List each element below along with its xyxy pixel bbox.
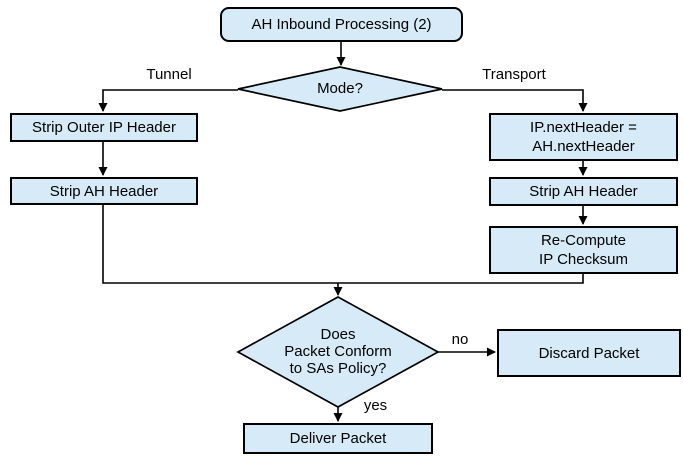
edge-label-transport: Transport — [482, 66, 546, 83]
edge-label-tunnel: Tunnel — [146, 66, 192, 83]
edge-label-no: no — [451, 331, 469, 348]
edge-mode-transport — [442, 89, 588, 112]
node-discard-packet: Discard Packet — [497, 329, 681, 377]
node-recompute-ip-checksum: Re-Compute IP Checksum — [489, 226, 678, 274]
node-strip-ah-header-right: Strip AH Header — [489, 177, 678, 206]
edge-merge-branches — [102, 205, 584, 284]
node-strip-ah-header-left: Strip AH Header — [10, 177, 198, 205]
node-ip-nextheader: IP.nextHeader = AH.nextHeader — [489, 113, 678, 161]
node-deliver-packet: Deliver Packet — [243, 423, 433, 454]
edge-mode-tunnel — [98, 89, 238, 112]
edge-label-yes: yes — [363, 397, 388, 414]
policy-decision-shape — [236, 296, 440, 408]
mode-decision-shape — [237, 66, 443, 112]
node-strip-outer-ip-header: Strip Outer IP Header — [10, 113, 198, 142]
node-start: AH Inbound Processing (2) — [220, 7, 463, 42]
